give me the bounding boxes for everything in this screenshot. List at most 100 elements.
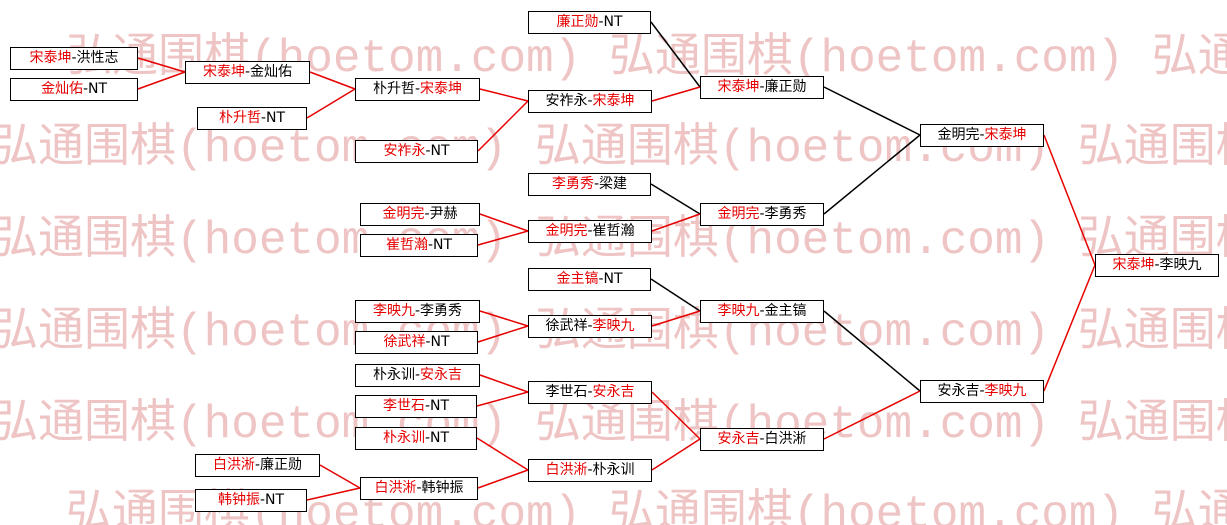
connector-line — [306, 487, 361, 501]
player-name: -洪性志 — [71, 50, 119, 66]
connector-line — [319, 464, 361, 489]
player-name: -梁建 — [593, 176, 628, 192]
connector-line — [823, 390, 921, 440]
winner-name: 宋泰坤 — [1112, 257, 1155, 273]
winner-name: 廉正勋 — [556, 14, 599, 30]
connector-line — [476, 391, 529, 407]
player-name: -NT — [598, 14, 623, 30]
match-box: 白洪淅-韩钟振 — [360, 477, 478, 500]
winner-name: 白洪淅 — [545, 462, 588, 478]
player-name: -NT — [598, 271, 623, 287]
connector-line — [651, 391, 701, 440]
winner-name: 朴升哲 — [218, 110, 261, 126]
winner-name: 崔哲瀚 — [385, 237, 428, 253]
match-box: 李映九-金主镐 — [700, 300, 824, 323]
winner-name: 安永吉 — [420, 367, 463, 383]
player-name: -NT — [260, 110, 286, 126]
player-name: -廉正勋 — [759, 79, 807, 95]
match-box: 宋泰坤-李映九 — [1095, 254, 1219, 277]
connector-line — [651, 310, 701, 327]
match-box: 廉正勋-NT — [528, 11, 651, 34]
connector-line — [477, 469, 529, 489]
winner-name: 韩钟振 — [217, 492, 260, 508]
player-name: -NT — [427, 237, 453, 253]
player-name: -NT — [425, 143, 450, 159]
player-name: -NT — [259, 492, 285, 508]
winner-name: 金主镐 — [556, 271, 599, 287]
match-box: 宋泰坤-洪性志 — [10, 47, 138, 70]
winner-name: 白洪淅 — [212, 457, 255, 473]
match-box: 白洪淅-廉正勋 — [195, 454, 320, 477]
winner-name: 安永吉 — [717, 431, 760, 447]
winner-name: 金明完 — [382, 206, 425, 222]
connector-line — [137, 71, 186, 90]
winner-name: 金明完 — [717, 206, 760, 222]
player-name: -NT — [425, 334, 450, 350]
match-box: 朴升哲-宋泰坤 — [355, 78, 480, 101]
player-name: -NT — [424, 398, 450, 414]
connector-line — [477, 230, 529, 246]
match-box: 朴永训-安永吉 — [355, 364, 480, 387]
match-box: 李世石-安永吉 — [528, 381, 652, 404]
winner-name: 安祚永 — [383, 143, 426, 159]
match-box: 韩钟振-NT — [195, 489, 307, 512]
connector-line — [479, 213, 529, 232]
connector-line — [476, 437, 529, 471]
connector-line — [306, 88, 356, 119]
player-name: 安永吉- — [937, 383, 985, 399]
player-name: -NT — [424, 430, 450, 446]
player-name: 李世石- — [545, 384, 593, 400]
connector-line — [651, 438, 701, 471]
player-name: 徐武祥- — [545, 318, 593, 334]
winner-name: 宋泰坤 — [420, 81, 463, 97]
match-box: 安永吉-白洪淅 — [700, 428, 824, 451]
winner-name: 宋泰坤 — [592, 93, 635, 109]
player-name: -李映九 — [1154, 257, 1202, 273]
winner-name: 安永吉 — [592, 384, 635, 400]
match-box: 宋泰坤-廉正勋 — [700, 76, 824, 99]
match-box: 朴升哲-NT — [197, 107, 307, 130]
winner-name: 白洪淅 — [374, 480, 417, 496]
winner-name: 金灿佑 — [40, 81, 83, 97]
connector-line — [823, 134, 921, 215]
winner-name: 徐武祥 — [383, 334, 426, 350]
connector-line — [137, 57, 186, 73]
connector-line — [477, 325, 529, 343]
match-box: 金灿佑-NT — [10, 78, 138, 101]
player-name: 金明完- — [937, 127, 985, 143]
connector-line — [650, 183, 701, 215]
match-box: 朴永训-NT — [355, 427, 477, 450]
connector-line — [823, 86, 921, 136]
match-box: 崔哲瀚-NT — [360, 234, 478, 257]
match-box: 李世石-NT — [355, 395, 477, 418]
match-box: 金明完-尹赫 — [360, 203, 480, 226]
connector-line — [650, 278, 701, 312]
player-name: -朴永训 — [587, 462, 635, 478]
match-box: 李映九-李勇秀 — [355, 300, 480, 323]
player-name: -白洪淅 — [759, 431, 807, 447]
match-box: 李勇秀-梁建 — [528, 173, 651, 196]
winner-name: 李勇秀 — [551, 176, 594, 192]
match-box: 宋泰坤-金灿佑 — [185, 61, 310, 84]
player-name: -李勇秀 — [414, 303, 463, 319]
winner-name: 宋泰坤 — [717, 79, 760, 95]
player-name: -NT — [82, 81, 108, 97]
match-box: 安祚永-NT — [355, 140, 478, 163]
match-box: 徐武祥-NT — [355, 331, 478, 354]
player-name: -韩钟振 — [416, 480, 464, 496]
match-box: 安永吉-李映九 — [920, 380, 1044, 403]
winner-name: 宋泰坤 — [202, 64, 245, 80]
connector-line — [823, 310, 921, 392]
player-name: -金主镐 — [759, 303, 807, 319]
match-box: 徐武祥-李映九 — [528, 315, 652, 338]
connector-line — [477, 100, 529, 152]
match-box: 金主镐-NT — [528, 268, 651, 291]
connector-line — [479, 88, 529, 102]
player-name: 朴升哲- — [372, 81, 421, 97]
match-box: 安祚永-宋泰坤 — [528, 90, 652, 113]
winner-name: 李映九 — [717, 303, 760, 319]
winner-name: 李映九 — [592, 318, 635, 334]
winner-name: 李映九 — [984, 383, 1027, 399]
